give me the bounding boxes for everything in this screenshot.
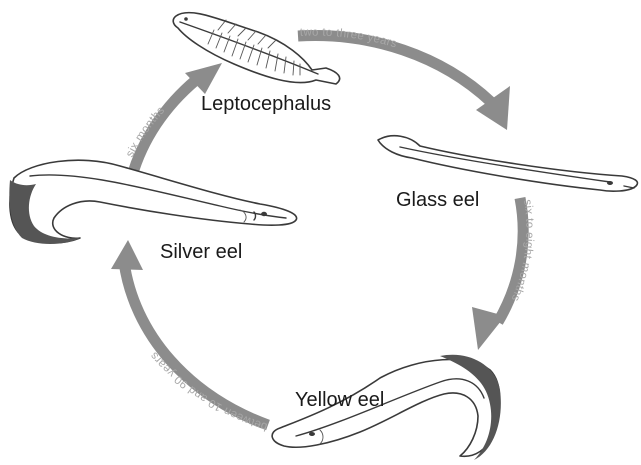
stage-label-silver-eel: Silver eel: [160, 241, 242, 263]
arrowhead-silver-eel: [111, 240, 143, 270]
stage-label-glass-eel: Glass eel: [396, 189, 479, 211]
label-lepto-to-glass: two to three years: [300, 27, 399, 51]
arrow-glass-eel-to-yellow-eel: [498, 198, 523, 322]
arrow-yellow-eel-to-silver-eel: [124, 262, 268, 425]
stage-label-yellow-eel: Yellow eel: [295, 389, 384, 411]
stage-label-leptocephalus: Leptocephalus: [201, 93, 331, 115]
glass-eel-illustration: [378, 136, 637, 191]
silver-eel-illustration: [9, 160, 296, 244]
